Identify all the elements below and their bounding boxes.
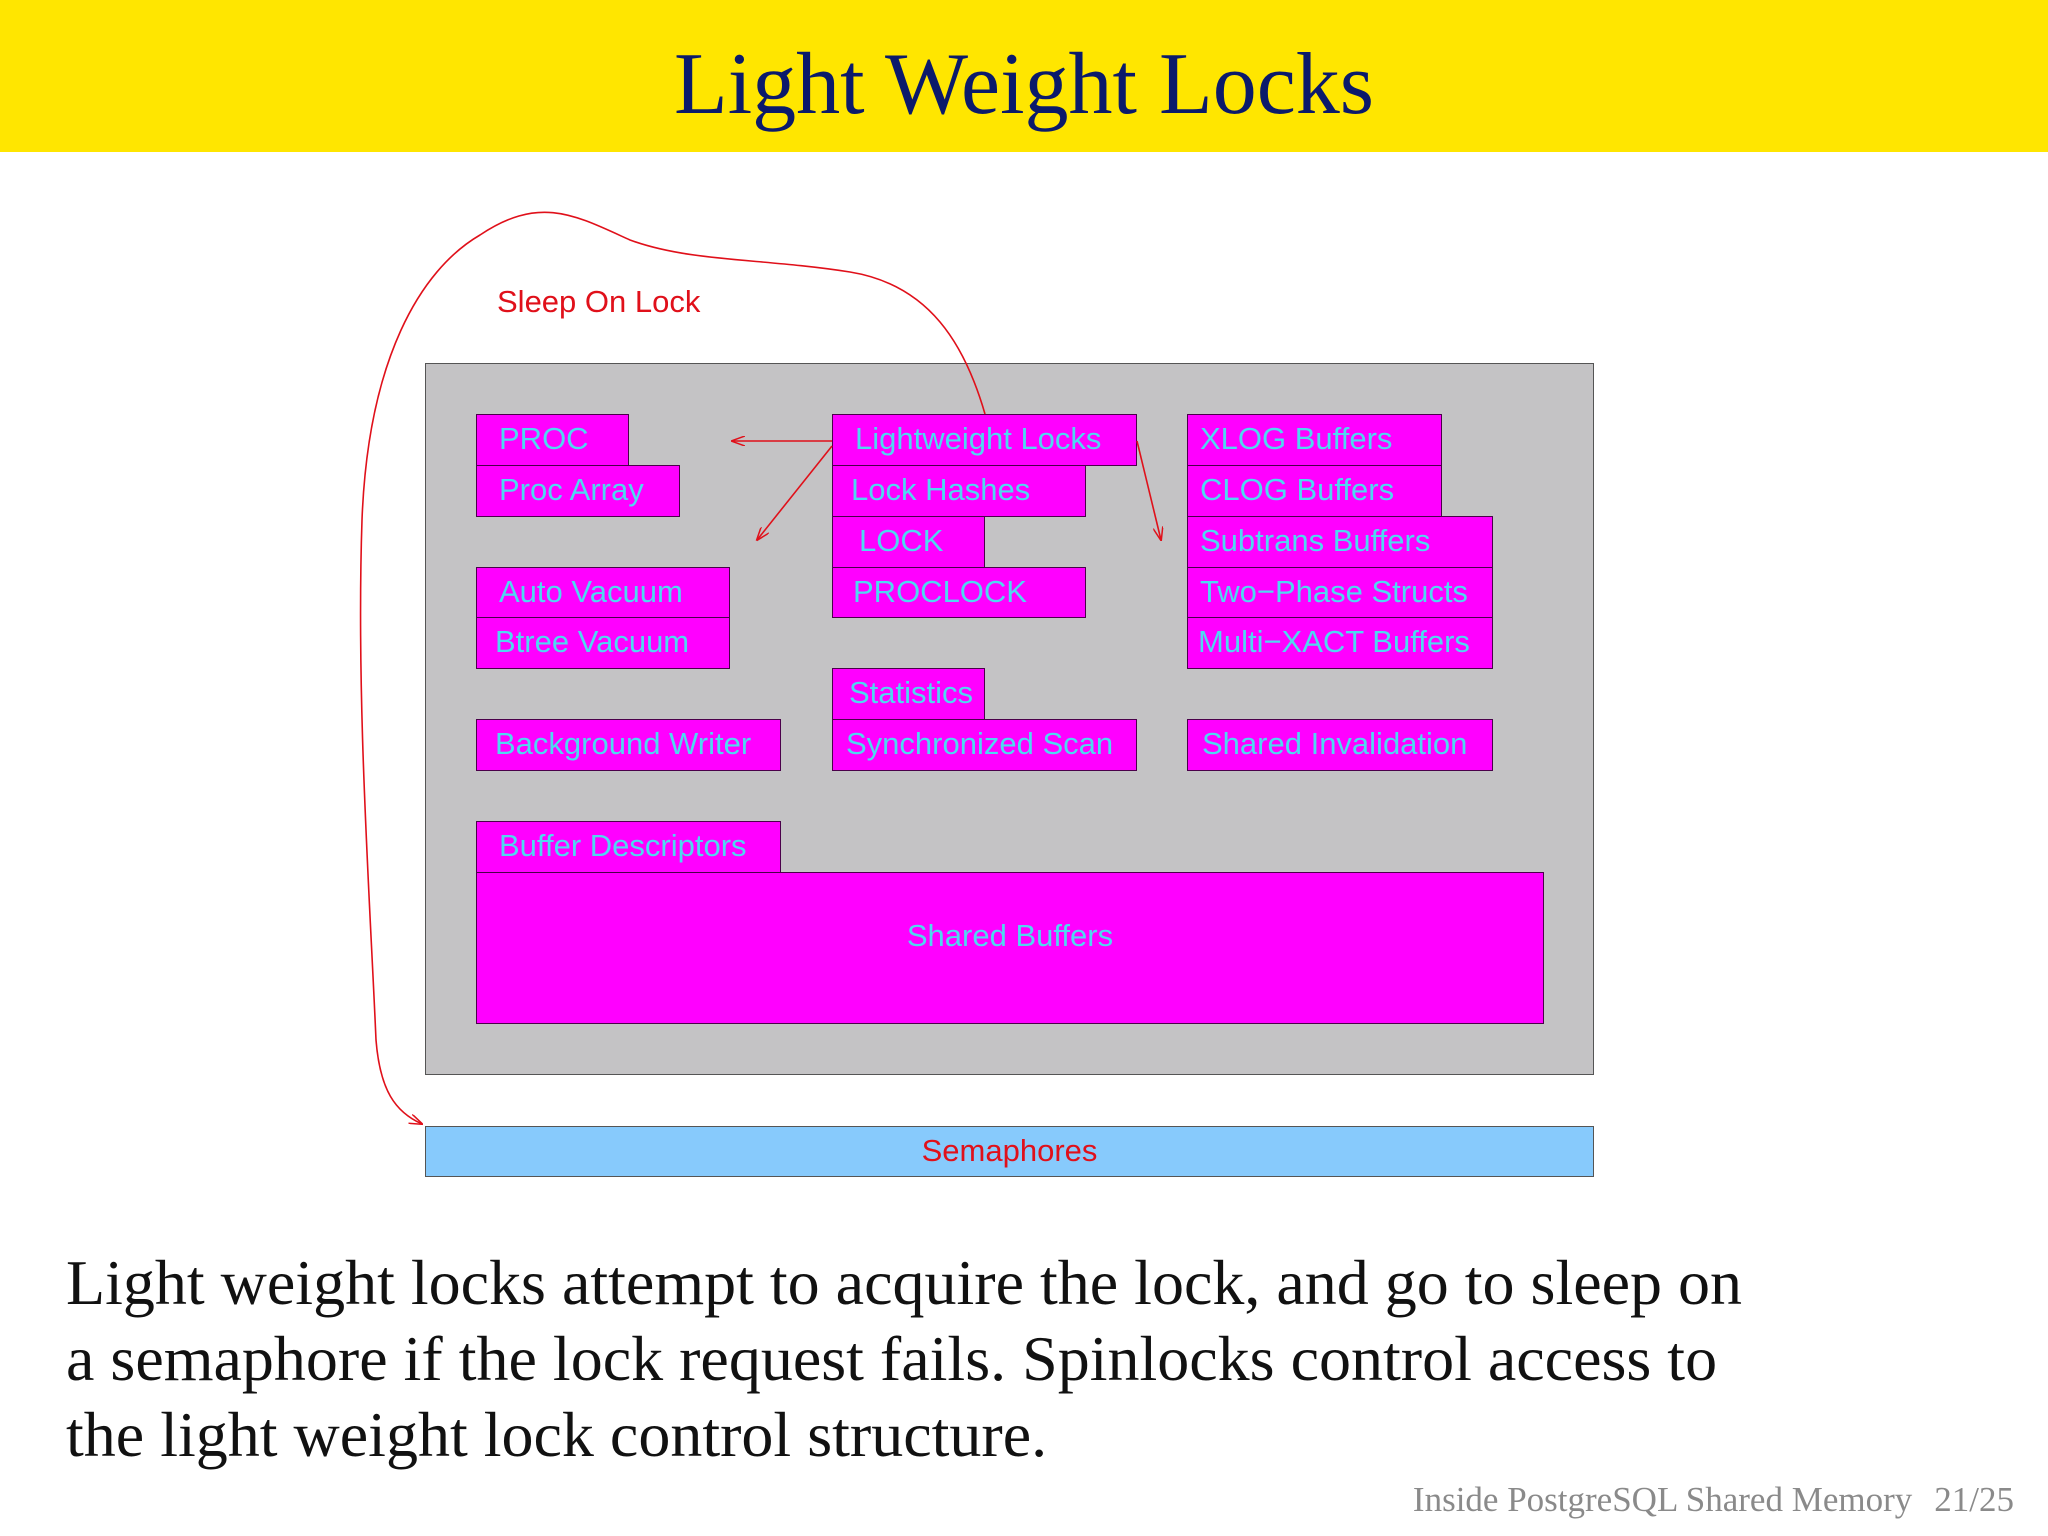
box-multi-xact-buffers: Multi−XACT Buffers xyxy=(1187,617,1493,669)
slide-footer: Inside PostgreSQL Shared Memory 21/25 xyxy=(1413,1480,2014,1520)
box-proclock: PROCLOCK xyxy=(832,567,1086,618)
box-synchronized-scan: Synchronized Scan xyxy=(832,719,1137,771)
box-lightweight-locks: Lightweight Locks xyxy=(832,414,1137,466)
box-background-writer: Background Writer xyxy=(476,719,781,771)
sleep-on-lock-label: Sleep On Lock xyxy=(497,284,701,319)
box-xlog-buffers: XLOG Buffers xyxy=(1187,414,1442,466)
body-line: the light weight lock control structure. xyxy=(66,1399,1048,1470)
box-semaphores: Semaphores xyxy=(425,1126,1594,1177)
title-bar xyxy=(0,0,2048,152)
box-proc: PROC xyxy=(476,414,629,466)
arrow-to-right-buffers xyxy=(1136,440,1161,540)
body-line: a semaphore if the lock request fails. S… xyxy=(66,1323,1718,1394)
box-lock-hashes: Lock Hashes xyxy=(832,465,1086,517)
box-clog-buffers: CLOG Buffers xyxy=(1187,465,1442,517)
box-proc-array: Proc Array xyxy=(476,465,680,517)
box-subtrans-buffers: Subtrans Buffers xyxy=(1187,516,1493,568)
body-line: Light weight locks attempt to acquire th… xyxy=(66,1247,1743,1318)
body-text: Light weight locks attempt to acquire th… xyxy=(66,1245,2006,1473)
page-number: 21/25 xyxy=(1934,1480,2014,1519)
box-buffer-descriptors: Buffer Descriptors xyxy=(476,821,781,873)
sleep-on-lock-arrow xyxy=(359,211,986,1124)
arrow-to-proc-array xyxy=(757,445,833,540)
box-btree-vacuum: Btree Vacuum xyxy=(476,617,730,669)
box-shared-invalidation: Shared Invalidation xyxy=(1187,719,1493,771)
footer-title: Inside PostgreSQL Shared Memory xyxy=(1412,1480,1913,1519)
box-lock: LOCK xyxy=(832,516,985,568)
box-shared-buffers: Shared Buffers xyxy=(476,872,1544,1024)
slide-title: Light Weight Locks xyxy=(673,36,1375,133)
